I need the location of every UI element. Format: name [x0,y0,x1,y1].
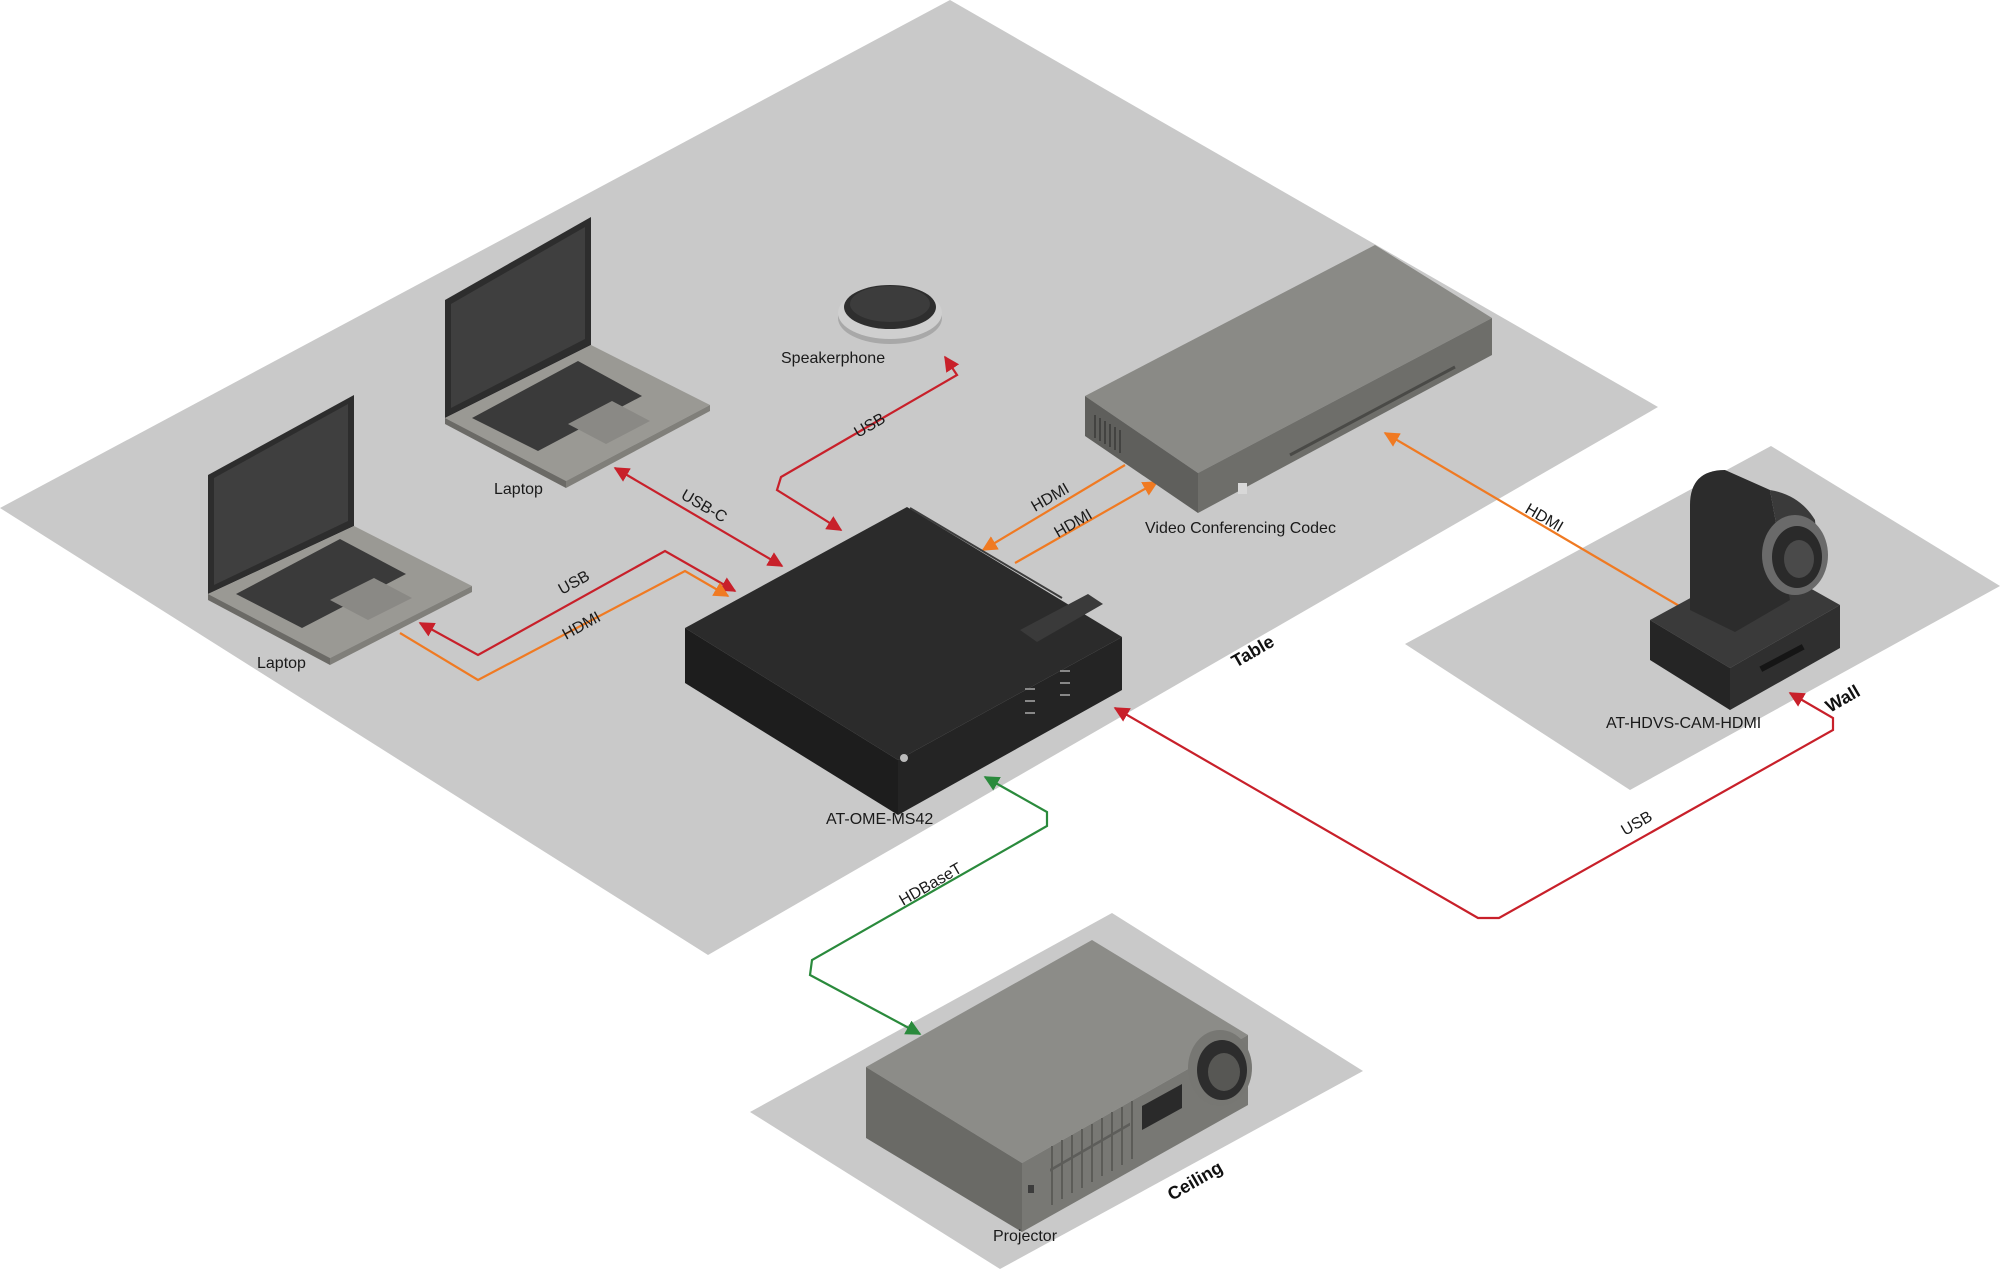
projector [866,940,1252,1232]
laptop-top [445,217,710,488]
speakerphone [838,285,942,344]
cable-codec-hdmi-in [981,464,1126,551]
cable-camera-usb [1113,692,1835,920]
laptop-left [208,395,472,665]
zone-label-wall: Wall [1822,681,1863,716]
cable-camera-hdmi [1383,432,1682,608]
cable-codec-hdmi-out [1014,481,1159,564]
device-label-camera: AT-HDVS-CAM-HDMI [1606,715,1761,732]
cable-laptop-left-hdmi [399,569,730,682]
cable-speakerphone-usb [775,355,960,531]
device-label-laptop-left: Laptop [257,655,306,672]
device-label-projector: Projector [993,1228,1058,1245]
device-label-codec: Video Conferencing Codec [1145,520,1336,537]
cable-hdbaset [808,776,1049,1035]
device-label-laptop-top: Laptop [494,481,543,498]
cable-label-hdbaset: HDBaseT [897,860,966,910]
camera [1650,470,1840,710]
cable-label-camera-usb: USB [1619,808,1656,839]
switcher [685,507,1122,815]
cable-label-camera-hdmi: HDMI [1522,501,1566,536]
device-label-speakerphone: Speakerphone [781,350,885,367]
device-label-switcher: AT-OME-MS42 [826,811,933,828]
cable-laptop-top-usbc [613,467,784,567]
codec [1085,245,1492,513]
cable-laptop-left-usb [418,549,737,657]
